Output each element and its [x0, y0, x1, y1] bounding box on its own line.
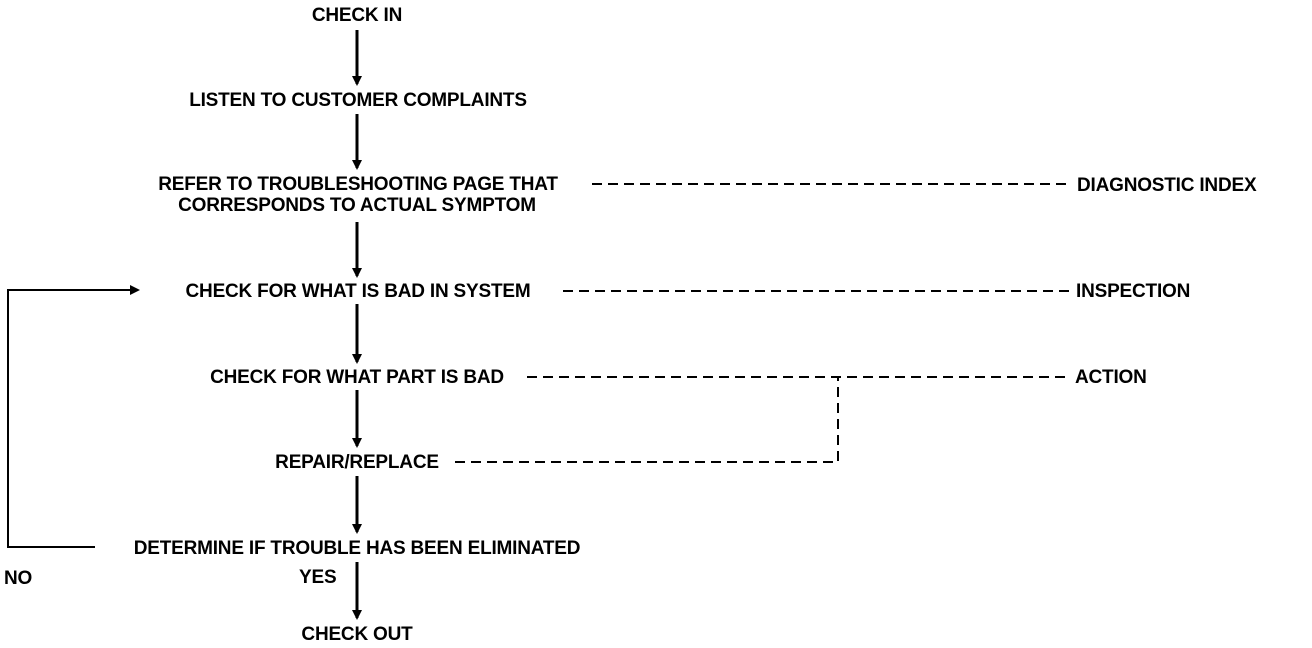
category-inspection: INSPECTION: [1076, 281, 1191, 302]
dashed-leaders: [455, 183, 1070, 463]
step-refer-line-2: CORRESPONDS TO ACTUAL SYMPTOM: [178, 195, 536, 216]
step-determine-trouble-eliminated: DETERMINE IF TROUBLE HAS BEEN ELIMINATED: [133, 538, 581, 559]
step-check-in: CHECK IN: [311, 5, 403, 26]
category-action: ACTION: [1075, 367, 1147, 388]
no-loop-line: [7, 285, 140, 548]
step-check-system: CHECK FOR WHAT IS BAD IN SYSTEM: [185, 281, 531, 302]
step-refer-line-1: REFER TO TROUBLESHOOTING PAGE THAT: [158, 174, 558, 195]
step-repair-replace: REPAIR/REPLACE: [275, 452, 439, 473]
category-diagnostic-index: DIAGNOSTIC INDEX: [1077, 175, 1257, 196]
step-check-out: CHECK OUT: [301, 624, 413, 645]
step-check-part: CHECK FOR WHAT PART IS BAD: [210, 367, 504, 388]
branch-no-label: NO: [4, 568, 33, 589]
dashed-leader-repair: [455, 377, 839, 463]
step-listen-to-customer-complaints: LISTEN TO CUSTOMER COMPLAINTS: [189, 90, 527, 111]
branch-yes-label: YES: [299, 567, 337, 588]
loop-back-path: [7, 285, 140, 548]
